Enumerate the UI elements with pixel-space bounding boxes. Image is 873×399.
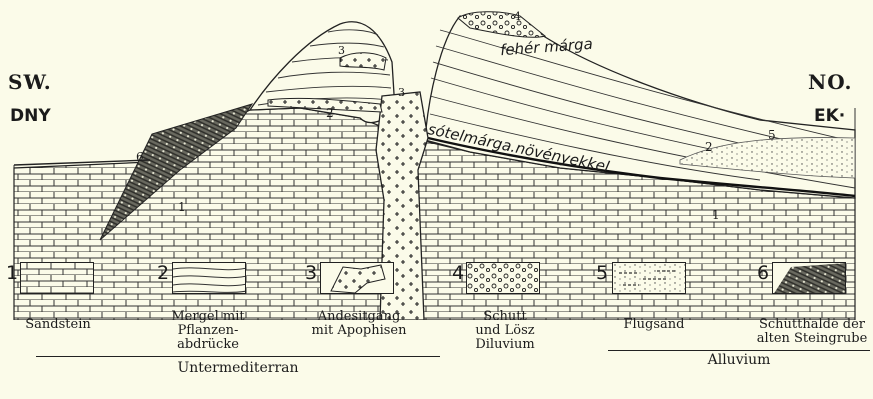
label-sand: 5	[768, 128, 776, 142]
group-alluvium: Alluvium	[608, 352, 870, 368]
andesite-pattern-icon	[320, 262, 394, 294]
legend-number-4: 4	[452, 262, 464, 284]
label-marl-left: 2	[326, 106, 334, 120]
legend-number-1: 1	[6, 262, 18, 284]
orientation-sw: SW.	[8, 70, 52, 94]
label-sandstone-left: 1	[178, 200, 186, 214]
orientation-ek: EK·	[814, 106, 845, 126]
legend-text-3: Andesitgang mit Apophisen	[300, 310, 418, 338]
group-untermediterran: Untermediterran	[36, 360, 440, 376]
legend-text-4: Schutt und Lösz Diluvium	[460, 310, 550, 352]
orientation-dny: DNY	[10, 106, 51, 126]
label-marl-right: 2	[705, 140, 713, 154]
legend-text-1: Sandstein	[18, 318, 98, 332]
legend-number-5: 5	[596, 262, 608, 284]
group-rule-alluvium	[608, 350, 870, 351]
legend-text-5: Flugsand	[606, 318, 702, 332]
label-andesite-mid: 3	[398, 86, 405, 99]
label-andesite-left: 3	[338, 44, 345, 57]
legend-number-2: 2	[157, 262, 169, 284]
sandstone-pattern-icon	[20, 262, 94, 294]
geological-cross-section	[0, 0, 873, 320]
legend-text-6: Schutthalde der alten Steingrube	[752, 318, 872, 346]
label-scree: 6	[136, 150, 144, 164]
sand-pattern-icon	[612, 262, 686, 294]
legend-text-2: Mergel mit Pflanzen- abdrücke	[160, 310, 256, 352]
marl-pattern-icon	[172, 262, 246, 294]
label-rubble: 4	[514, 10, 521, 23]
legend-number-3: 3	[305, 262, 317, 284]
orientation-no: NO.	[808, 70, 853, 94]
rubble-pattern-icon	[466, 262, 540, 294]
group-rule-untermediterran	[36, 356, 440, 357]
legend-number-6: 6	[757, 262, 769, 284]
scree-pattern-icon	[772, 262, 846, 294]
label-sandstone-right: 1	[712, 208, 720, 222]
